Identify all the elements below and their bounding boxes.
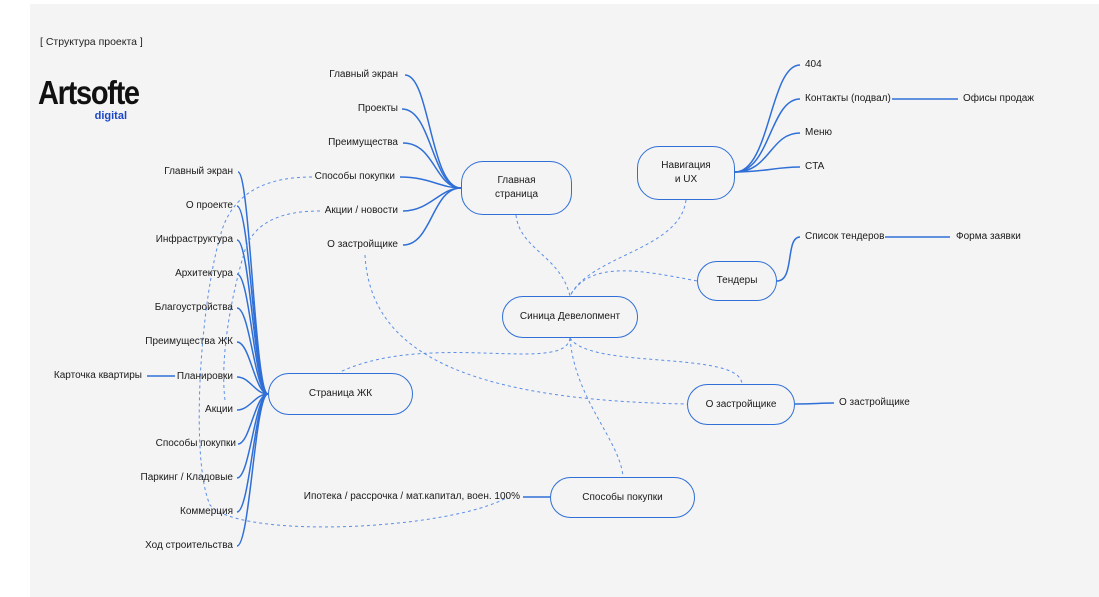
node-center[interactable]: Синица Девелопмент — [502, 296, 638, 338]
complex-item: Архитектура — [175, 268, 233, 279]
logo-wordmark: Artsofte — [38, 74, 140, 111]
dashed-connectors — [198, 176, 743, 528]
nav-item: CTA — [805, 161, 825, 172]
complex-item: Акции — [205, 404, 233, 415]
nav-item: Меню — [805, 127, 833, 138]
complex-item: Преимущества ЖК — [145, 336, 233, 347]
purchase-item: Ипотека / рассрочка / мат.капитал, воен.… — [303, 491, 520, 502]
node-complex-page[interactable]: Страница ЖК — [268, 373, 413, 415]
solid-connectors — [147, 64, 958, 547]
node-main-page[interactable]: Главная страница — [461, 161, 572, 215]
main-item: Главный экран — [329, 69, 398, 80]
developer-item: О застройщике — [839, 397, 910, 408]
main-item: Проекты — [357, 103, 398, 114]
main-item: Преимущества — [328, 137, 398, 148]
complex-item: Коммерция — [180, 506, 233, 517]
main-item: Акции / новости — [324, 205, 398, 216]
nav-item: 404 — [805, 59, 822, 70]
nav-item: Контакты (подвал) — [805, 93, 891, 104]
complex-item: Планировки — [176, 371, 233, 382]
complex-subitem: Карточка квартиры — [53, 370, 142, 381]
artsofte-logo: Artsofte digital — [38, 74, 140, 126]
complex-item: Главный экран — [164, 166, 233, 177]
main-item: О застройщике — [327, 239, 398, 250]
main-item: Способы покупки — [314, 171, 395, 182]
logo-subtitle: digital — [94, 110, 127, 122]
complex-item: Паркинг / Кладовые — [140, 472, 233, 483]
nav-subitem: Офисы продаж — [963, 93, 1034, 104]
tenders-subitem: Форма заявки — [956, 231, 1021, 242]
node-navigation[interactable]: Навигация и UX — [637, 146, 735, 200]
node-purchase[interactable]: Способы покупки — [550, 477, 695, 518]
node-tenders[interactable]: Тендеры — [697, 261, 777, 301]
tenders-item: Список тендеров — [805, 231, 885, 242]
page-title: [ Структура проекта ] — [40, 36, 143, 48]
complex-item: О проекте — [185, 200, 233, 211]
complex-item: Благоустройства — [154, 302, 233, 313]
complex-item: Ход строительства — [145, 540, 233, 551]
complex-item: Инфраструктура — [155, 234, 233, 245]
complex-item: Способы покупки — [155, 438, 236, 449]
node-developer[interactable]: О застройщике — [687, 384, 795, 425]
